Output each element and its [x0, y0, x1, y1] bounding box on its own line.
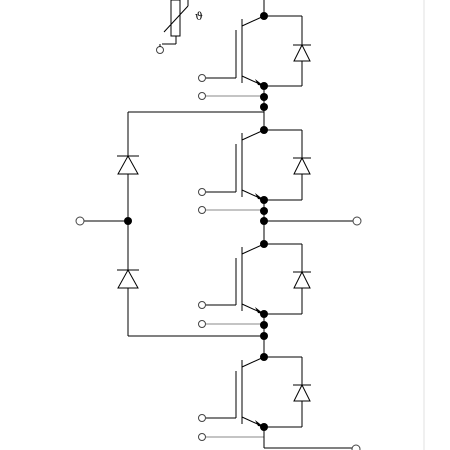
junction-dot [260, 126, 268, 134]
ntc-thermistor-icon [170, 0, 181, 37]
freewheel-diode-4-icon [293, 383, 311, 402]
junction-dot [260, 353, 268, 361]
gate-terminal-1[interactable] [198, 74, 206, 82]
ntc-thermistor: ϑ [156, 0, 203, 54]
freewheel-diode-2-icon [293, 156, 311, 175]
neutral-terminal[interactable] [75, 216, 85, 226]
gate-terminal-2[interactable] [198, 188, 206, 196]
dc-minus-terminal[interactable] [351, 444, 361, 450]
aux-emitter-terminal-4[interactable] [198, 433, 206, 441]
aux-emitter-terminal-3[interactable] [198, 320, 206, 328]
ntc-terminal[interactable] [156, 46, 164, 54]
ntc-label: ϑ [195, 10, 203, 23]
junction-dot [260, 93, 268, 101]
junction-dot [260, 12, 268, 20]
igbt-switch-1 [198, 0, 311, 100]
junction-dot [260, 103, 268, 111]
junction-dot [260, 207, 268, 215]
output-ac-terminal[interactable] [352, 216, 362, 226]
igbt-switch-3 [198, 240, 311, 328]
freewheel-diode-3-icon [293, 270, 311, 289]
clamp-diode-branch [75, 112, 139, 336]
gate-terminal-4[interactable] [198, 414, 206, 422]
junction-dot [260, 240, 268, 248]
gate-terminal-3[interactable] [198, 301, 206, 309]
igbt-switch-4 [198, 353, 311, 441]
junction-dot [260, 321, 268, 329]
aux-emitter-terminal-1[interactable] [198, 92, 206, 100]
clamp-diode-lower-icon [117, 268, 139, 289]
clamp-diode-upper-icon [117, 154, 139, 175]
aux-emitter-terminal-2[interactable] [198, 206, 206, 214]
igbt-switch-2 [198, 126, 311, 214]
freewheel-diode-1-icon [293, 43, 311, 62]
